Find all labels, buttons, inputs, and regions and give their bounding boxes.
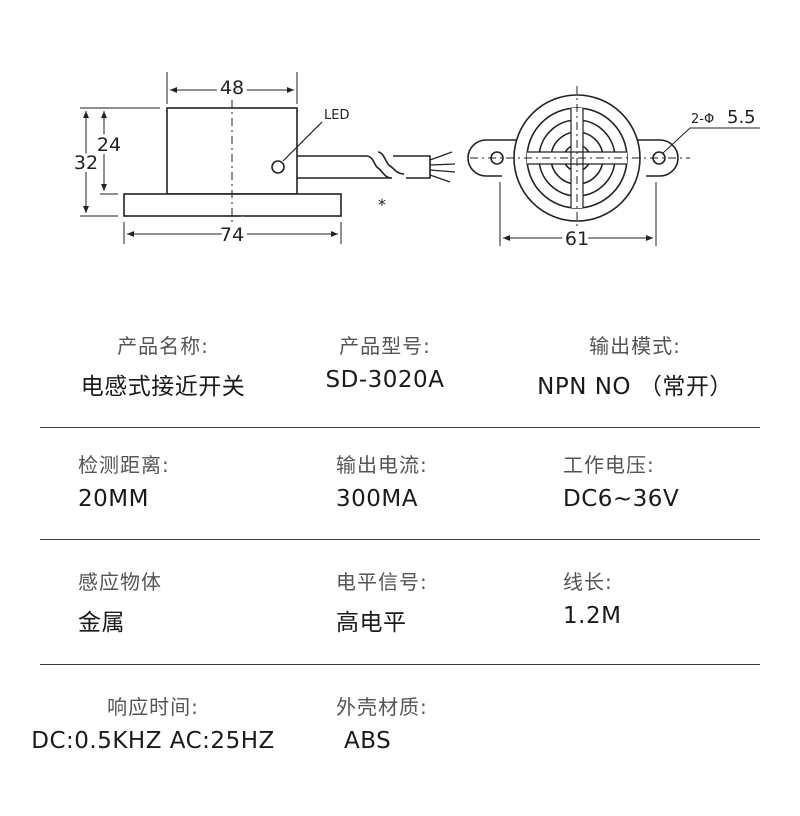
spec-label: 感应物体: [78, 570, 162, 594]
dimension-drawing: 48 74 32 24 LED * 2-Φ 5.5 61: [71, 72, 760, 254]
dim-diameter: 61: [565, 228, 589, 250]
spec-product-name: 产品名称: 电感式接近开关: [48, 330, 278, 401]
row-divider: [40, 664, 760, 665]
spec-label: 输出电流:: [336, 453, 428, 477]
spec-value: ABS: [344, 728, 392, 754]
spec-label: 线长:: [563, 570, 613, 594]
spec-label: 产品型号:: [339, 334, 431, 358]
row-divider: [40, 539, 760, 540]
spec-label: 电平信号:: [336, 570, 428, 594]
spec-row: 感应物体 金属 电平信号: 高电平 线长: 1.2M: [0, 566, 800, 691]
spec-value: DC6~36V: [563, 486, 680, 512]
side-view: [80, 72, 456, 244]
hole-diameter: 5.5: [727, 107, 756, 128]
spec-table: 产品名称: 电感式接近开关 产品型号: SD-3020A 输出模式: NPN N…: [0, 330, 800, 816]
spec-value: 金属: [78, 610, 125, 636]
spec-response-time: 响应时间: DC:0.5KHZ AC:25HZ: [28, 691, 278, 754]
spec-value: DC:0.5KHZ AC:25HZ: [31, 728, 275, 754]
spec-sensing-object: 感应物体 金属: [78, 566, 162, 637]
spec-label: 检测距离:: [78, 453, 170, 477]
row-divider: [40, 427, 760, 428]
spec-value: 高电平: [336, 610, 407, 636]
dim-height-total: 32: [74, 152, 98, 174]
led-label: LED: [324, 108, 349, 123]
spec-value: 300MA: [336, 486, 418, 512]
hole-label: 2-Φ: [691, 112, 714, 127]
spec-value: SD-3020A: [325, 367, 445, 393]
cable-mark: *: [378, 195, 386, 214]
dim-height-body: 24: [97, 134, 121, 156]
spec-label: 外壳材质:: [336, 695, 428, 719]
spec-output-mode: 输出模式: NPN NO （常开）: [530, 330, 740, 401]
spec-model: 产品型号: SD-3020A: [320, 330, 450, 393]
spec-row: 产品名称: 电感式接近开关 产品型号: SD-3020A 输出模式: NPN N…: [0, 330, 800, 455]
spec-value: 20MM: [78, 486, 149, 512]
spec-label: 产品名称:: [117, 334, 209, 358]
spec-cable-length: 线长: 1.2M: [563, 566, 621, 629]
spec-value: NPN NO （常开）: [537, 374, 733, 400]
spec-value: 电感式接近开关: [80, 374, 246, 400]
top-view: [467, 86, 760, 246]
spec-level-signal: 电平信号: 高电平: [336, 566, 428, 637]
dim-width-base: 74: [220, 224, 244, 246]
spec-working-voltage: 工作电压: DC6~36V: [563, 449, 679, 512]
spec-label: 响应时间:: [107, 695, 199, 719]
spec-row: 检测距离: 20MM 输出电流: 300MA 工作电压: DC6~36V: [0, 449, 800, 574]
spec-value: 1.2M: [563, 603, 622, 629]
spec-detection-distance: 检测距离: 20MM: [78, 449, 170, 512]
spec-label: 工作电压:: [563, 453, 655, 477]
spec-output-current: 输出电流: 300MA: [336, 449, 428, 512]
spec-row: 响应时间: DC:0.5KHZ AC:25HZ 外壳材质: ABS: [0, 691, 800, 816]
spec-housing-material: 外壳材质: ABS: [336, 691, 428, 754]
dim-width-top: 48: [220, 77, 244, 99]
spec-label: 输出模式:: [589, 334, 681, 358]
